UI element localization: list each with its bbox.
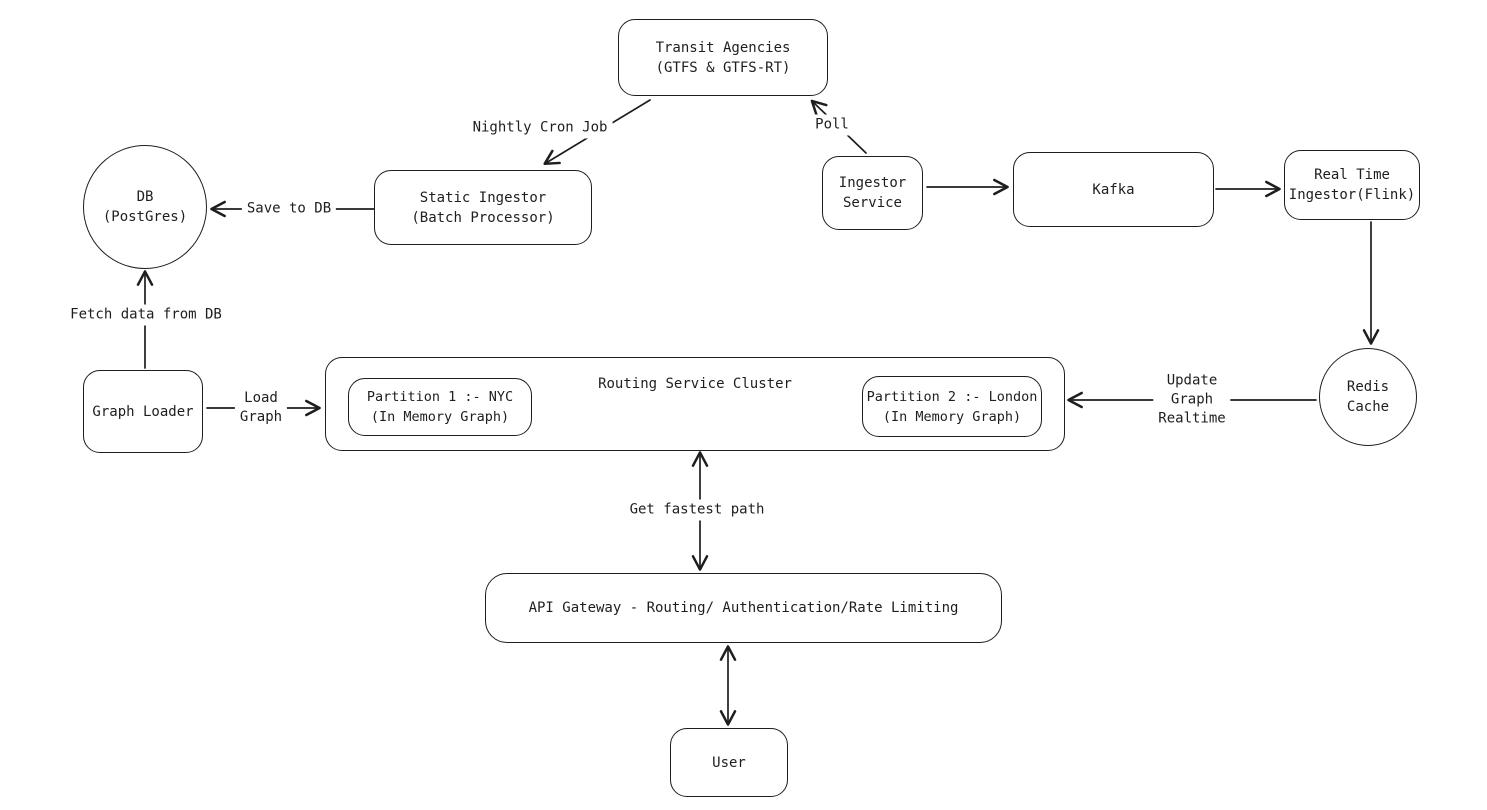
node-partition1-line1: Partition 1 :- NYC [366,389,514,405]
node-static-ingestor: Static Ingestor (Batch Processor) [374,170,592,245]
edge-label-poll: Poll [810,114,854,136]
node-redis-cache-line1: Redis [1346,379,1390,395]
node-ingestor-service: Ingestor Service [822,156,923,230]
edge-label-update-graph-line3: Realtime [1158,410,1226,427]
edge-label-get-fastest-path: Get fastest path [624,499,770,521]
node-db-postgres: DB (PostGres) [83,145,207,269]
edge-label-load-graph-line1: Load [244,390,278,406]
edge-label-update-graph-realtime: Update Graph Realtime [1153,370,1231,430]
node-static-ingestor-line1: Static Ingestor [419,189,547,206]
routing-cluster-title: Routing Service Cluster [598,376,792,392]
node-partition2-line2: (In Memory Graph) [882,408,1022,425]
edge-label-load-graph: Load Graph [234,388,288,428]
node-ingestor-service-line1: Ingestor [838,175,907,191]
node-redis-cache: Redis Cache [1319,348,1417,446]
node-kafka: Kafka [1013,152,1214,227]
node-partition1-nyc: Partition 1 :- NYC (In Memory Graph) [348,378,532,436]
node-db-line2: (PostGres) [102,209,188,225]
node-realtime-ingestor-line1: Real Time [1314,167,1390,183]
edge-label-update-graph-line1: Update [1166,372,1218,389]
node-transit-agencies-line2: (GTFS & GTFS-RT) [655,59,791,76]
node-transit-agencies: Transit Agencies (GTFS & GTFS-RT) [618,19,828,96]
edge-label-update-graph-line2: Graph [1170,391,1214,408]
node-realtime-ingestor: Real Time Ingestor(Flink) [1284,150,1420,220]
node-api-gateway-line1: API Gateway - Routing/ Authentication/Ra… [528,600,959,616]
node-static-ingestor-line2: (Batch Processor) [411,209,555,226]
edge-label-fetch-data-from-db: Fetch data from DB [65,304,227,326]
node-partition2-london: Partition 2 :- London (In Memory Graph) [862,376,1042,437]
node-ingestor-service-line2: Service [842,195,902,211]
node-user-line1: User [712,754,746,771]
node-api-gateway: API Gateway - Routing/ Authentication/Ra… [485,573,1002,643]
node-partition2-line1: Partition 2 :- London [866,388,1038,405]
node-db-line1: DB [136,189,154,205]
node-kafka-line1: Kafka [1092,181,1135,198]
node-user: User [670,728,788,797]
node-realtime-ingestor-line2: Ingestor(Flink) [1288,187,1416,203]
edge-label-load-graph-line2: Graph [239,409,283,425]
edge-label-nightly-cron-job: Nightly Cron Job [467,117,613,139]
node-transit-agencies-line1: Transit Agencies [655,39,791,56]
node-partition1-line2: (In Memory Graph) [370,409,510,425]
node-graph-loader: Graph Loader [83,370,203,453]
edge-label-save-to-db: Save to DB [241,198,337,220]
node-redis-cache-line2: Cache [1346,399,1390,415]
node-graph-loader-line1: Graph Loader [92,403,194,420]
